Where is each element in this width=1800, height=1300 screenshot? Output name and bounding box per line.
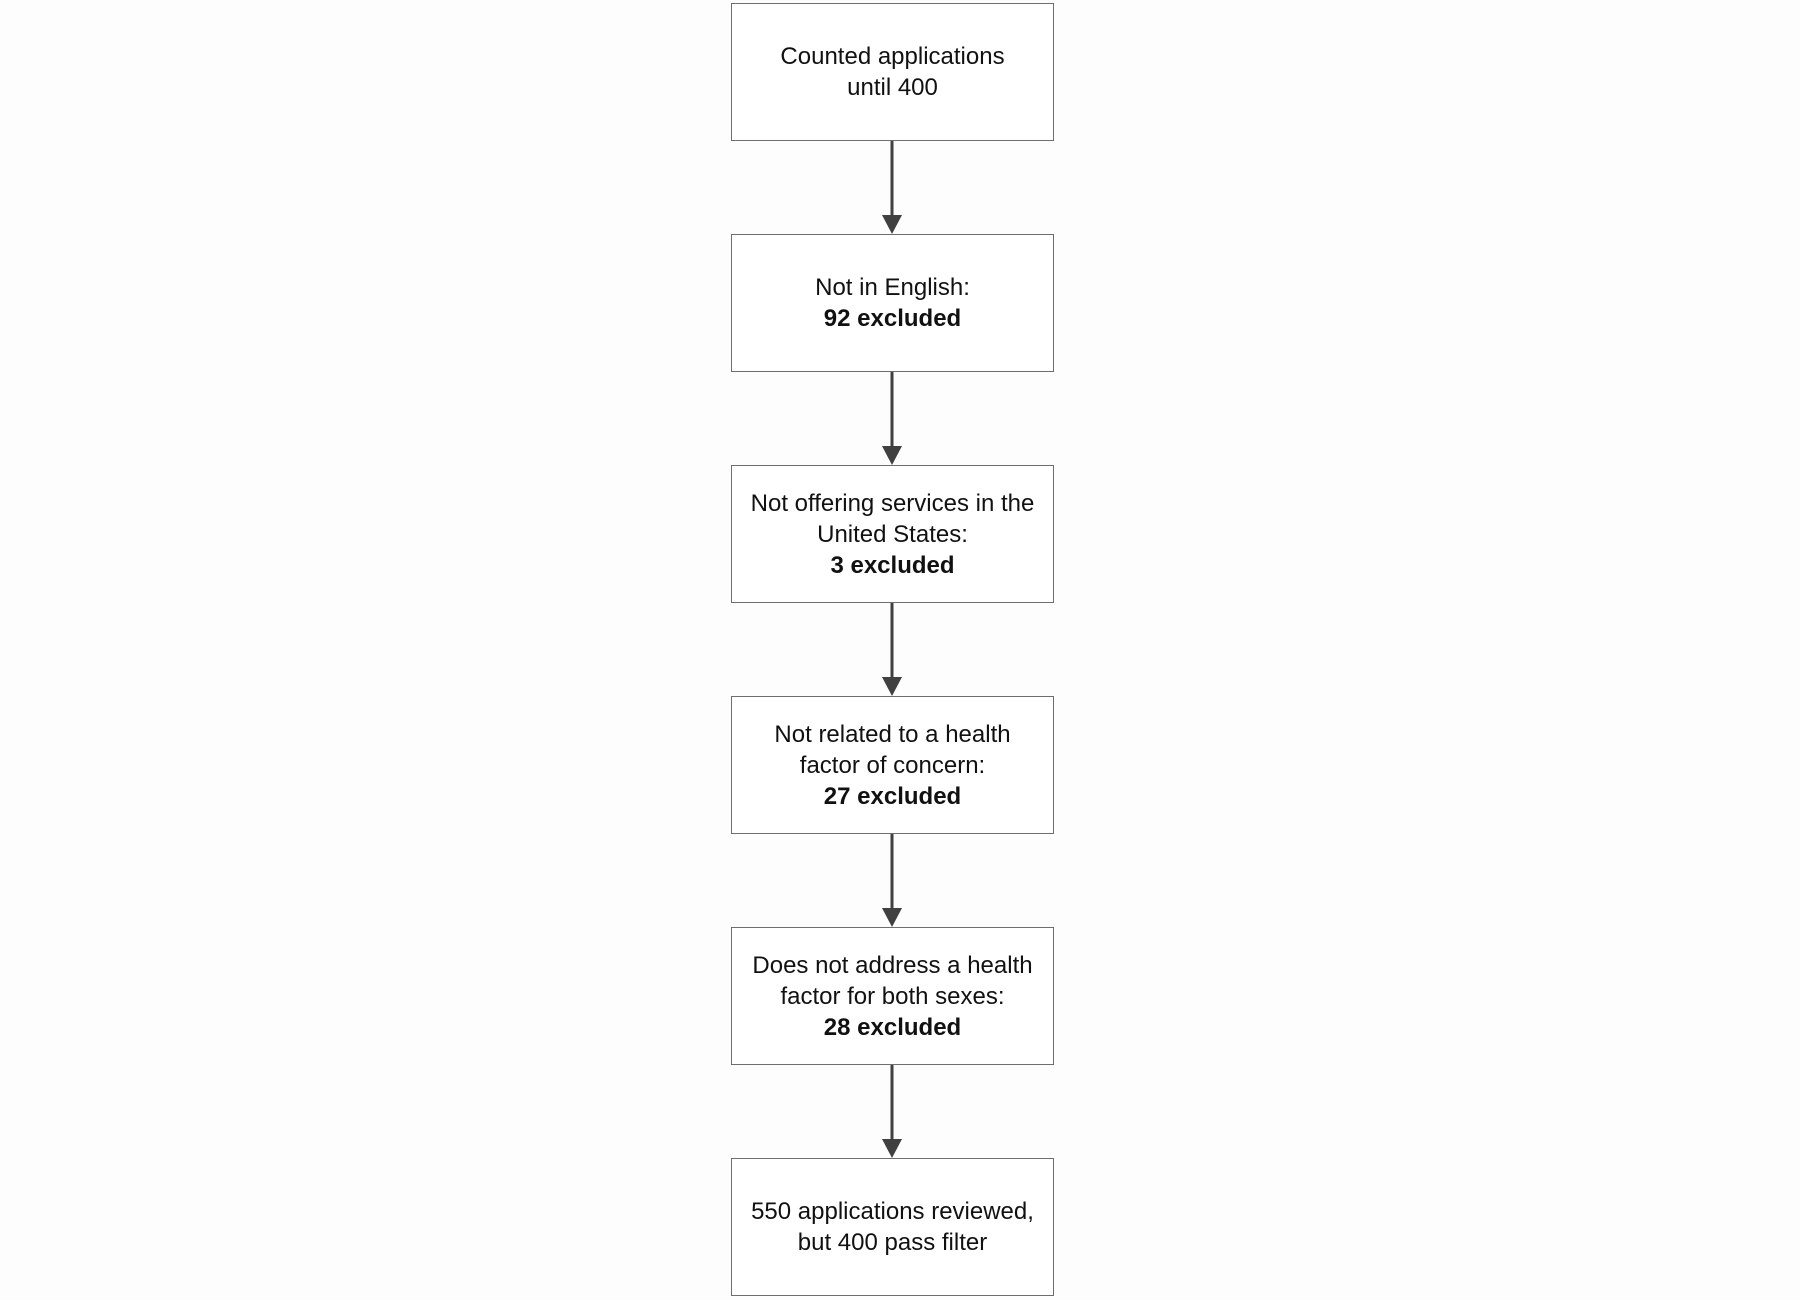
down-arrow-icon <box>882 141 902 234</box>
step-text: until 400 <box>847 74 938 101</box>
step-text: Counted applications <box>780 43 1005 70</box>
excluded-count: 3 excluded <box>830 551 955 579</box>
step-text: factor of concern: <box>799 751 986 779</box>
step-box-not-in-english: Not in English: 92 excluded <box>731 234 1054 372</box>
step-text: Does not address a health <box>752 951 1033 979</box>
down-arrow-icon <box>882 372 902 465</box>
down-arrow-icon <box>882 603 902 696</box>
step-text: United States: <box>817 520 968 548</box>
step-box-not-both-sexes: Does not address a health factor for bot… <box>731 927 1054 1065</box>
step-text: but 400 pass filter <box>797 1229 988 1256</box>
down-arrow-icon <box>882 834 902 927</box>
excluded-count: 92 excluded <box>823 305 962 332</box>
step-text: Not related to a health <box>774 720 1011 748</box>
step-text: factor for both sexes: <box>780 982 1005 1010</box>
step-text: Not in English: <box>815 274 970 301</box>
step-box-not-health-related: Not related to a health factor of concer… <box>731 696 1054 834</box>
excluded-count: 27 excluded <box>823 782 962 810</box>
step-box-final-result: 550 applications reviewed, but 400 pass … <box>731 1158 1054 1296</box>
excluded-count: 28 excluded <box>823 1013 962 1041</box>
step-text: 550 applications reviewed, <box>751 1198 1034 1225</box>
step-box-not-offering-us-services: Not offering services in the United Stat… <box>731 465 1054 603</box>
step-box-counted-applications: Counted applications until 400 <box>731 3 1054 141</box>
step-text: Not offering services in the <box>750 489 1035 517</box>
down-arrow-icon <box>882 1065 902 1158</box>
